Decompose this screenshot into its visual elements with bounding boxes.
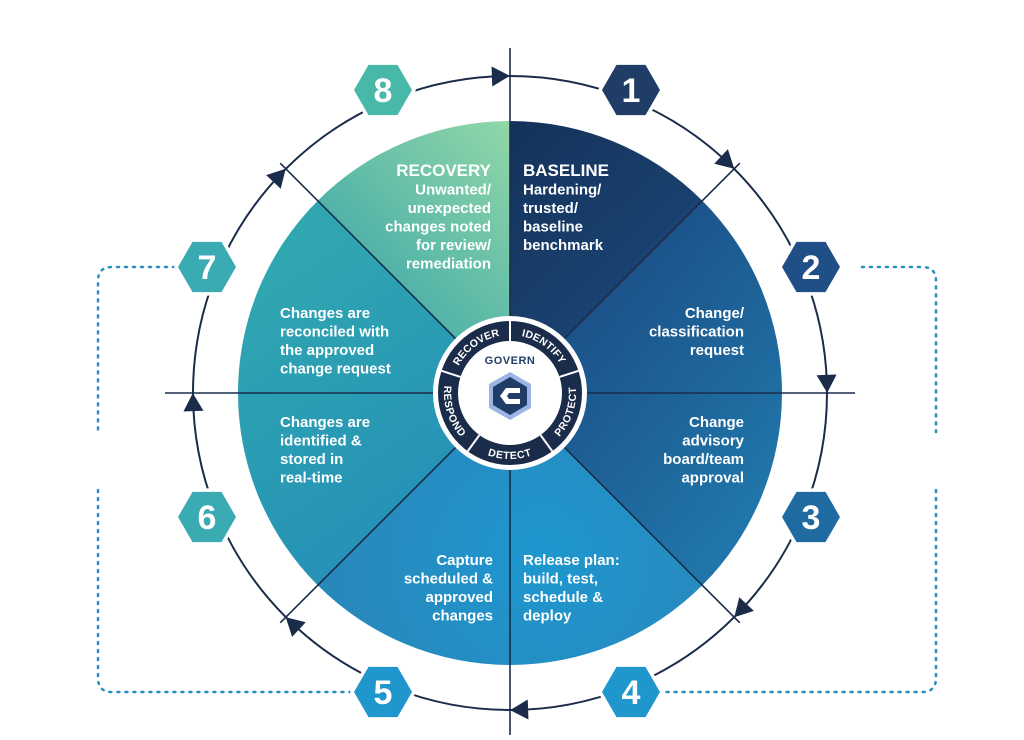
segment-line: reconciled with [280,324,389,341]
phase-number: 3 [802,499,821,537]
segment-2 [510,200,782,393]
segment-5 [317,393,510,665]
segment-line: Change [689,414,744,431]
segment-line: Changes are [280,414,370,431]
segment-5-text: Capture scheduled &approved changes [404,552,493,625]
hex-badge-1: 1 [598,61,664,119]
segment-8 [317,121,510,393]
phase-number: 2 [802,249,821,287]
arrow-4 [734,597,754,618]
segment-line: Hardening/ [523,182,602,199]
inner-ring-dividers [441,321,579,452]
segment-line: baseline [523,219,583,236]
hex-badge-4: 4 [598,663,664,721]
segment-line: identified & [280,433,362,450]
arrow-8 [266,168,286,189]
hexagon-icon [178,241,236,293]
dotted-connectors [96,265,938,694]
inner-divider-2 [559,369,579,378]
segment-line: Capture [436,552,493,569]
segment-line: approval [681,470,744,487]
segment-line: real-time [280,470,343,487]
segment-line: stored in [280,451,343,468]
segment-line: request [690,342,744,359]
phase-number-badges: 1 2 3 4 5 6 7 8 [174,61,844,721]
arrow-6 [285,617,306,637]
segment-line: Changes are [280,305,370,322]
hexagon-icon [602,64,660,116]
ring-arrows [183,66,837,720]
segment-line: benchmark [523,237,604,254]
phase-number: 7 [198,249,217,287]
hexagon-icon [354,64,412,116]
hexagon-icon [602,666,660,718]
logo-icon [489,372,531,420]
arrow-5 [510,699,529,720]
arrow-1 [491,66,510,87]
hex-badge-7: 7 [174,238,240,296]
inner-divider-4 [466,434,481,452]
arrow-3 [816,374,837,393]
segment-line: build, test, [523,571,598,588]
segment-7 [238,200,510,393]
arrow-2 [714,149,735,169]
segment-line: Unwanted/ [415,182,492,199]
phase-number: 8 [374,72,393,110]
segment-line: the approved [280,342,374,359]
segment-line: Release plan: [523,552,620,569]
hexagon-icon [782,491,840,543]
segment-title: BASELINE [523,161,609,180]
inner-ring-word-3: DETECT [487,447,534,463]
segment-line: Change/ [685,305,745,322]
segment-line: schedule & [523,589,603,606]
segment-line: for review/ [416,237,492,254]
segment-line: approved [425,589,493,606]
segments [238,121,782,665]
hex-badge-3: 3 [778,488,844,546]
segment-line: advisory [682,433,744,450]
govern-label: GOVERN [485,355,536,367]
segment-line: changes [432,608,493,625]
segment-4-text: Release plan: build, test,schedule & deplo… [523,552,620,625]
segment-line: remediation [406,256,491,273]
segment-line: scheduled & [404,571,493,588]
hexagon-icon [178,491,236,543]
phase-number: 4 [622,674,641,712]
segment-8-text: RECOVERY Unwanted/unexpected changes noted… [385,161,492,273]
hex-badge-2: 2 [778,238,844,296]
hex-badge-6: 6 [174,488,240,546]
hexagon-icon [782,241,840,293]
inner-divider-3 [539,434,554,452]
segment-6 [238,393,510,586]
segment-3 [510,393,782,586]
phase-number: 5 [374,674,393,712]
hex-badge-8: 8 [350,61,416,119]
segment-line: classification [649,324,744,341]
hexagon-icon [354,666,412,718]
segment-title: RECOVERY [396,161,491,180]
arrow-7 [183,393,204,412]
phase-number: 1 [622,72,641,110]
phase-number: 6 [198,499,217,537]
segment-line: deploy [523,608,572,625]
segment-1 [510,121,703,393]
hex-badge-5: 5 [350,663,416,721]
segment-line: change request [280,361,391,378]
segment-6-text: Changes are identified &stored in real-tim… [280,414,370,487]
segment-line: changes noted [385,219,491,236]
segment-line: board/team [663,451,744,468]
inner-divider-5 [441,369,461,378]
segment-line: trusted/ [523,200,579,217]
segment-4 [510,393,703,665]
segment-line: unexpected [408,200,491,217]
